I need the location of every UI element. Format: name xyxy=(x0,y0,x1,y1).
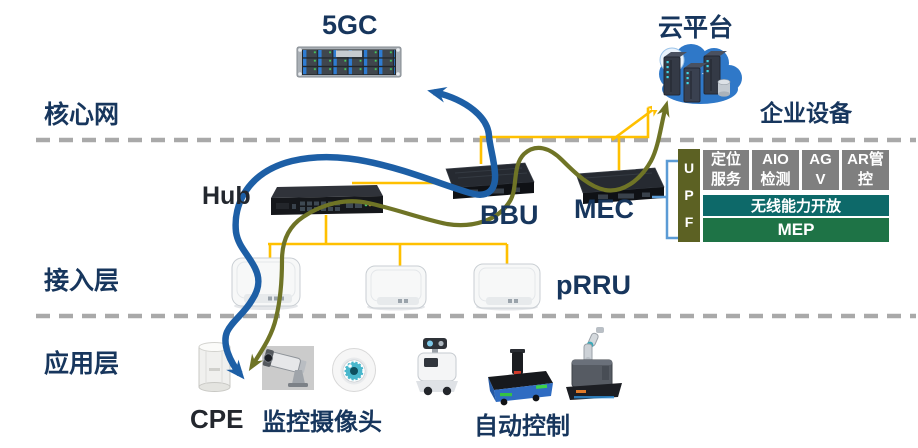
core-network-layer-label: 核心网 xyxy=(44,101,120,129)
prru-label: pRRU xyxy=(556,270,631,300)
hub-label: Hub xyxy=(202,182,251,210)
cloud-platform-label: 云平台 xyxy=(658,14,734,42)
robot-arm xyxy=(583,327,604,363)
application-layer-label: 应用层 xyxy=(44,350,120,378)
hub-device xyxy=(271,185,383,215)
database-cylinder xyxy=(717,79,731,97)
arrow-to-cloud xyxy=(611,103,662,142)
cloud-server-towers xyxy=(663,51,731,103)
service-box-aio-detection: AIO 检测 xyxy=(752,150,799,190)
robot-arm-agv xyxy=(566,327,622,400)
mep-box: MEP xyxy=(703,218,889,242)
service-box-agv: AG V xyxy=(802,150,839,190)
cpe-device xyxy=(192,336,236,392)
surveillance-cameras-image xyxy=(254,331,386,406)
cloud-platform-device xyxy=(652,42,746,110)
service-box-ar-control: AR管 控 xyxy=(842,150,889,190)
prru-device-1 xyxy=(231,257,301,310)
wireless-capability-box: 无线能力开放 xyxy=(703,195,889,216)
access-layer-label: 接入层 xyxy=(44,267,120,295)
surveillance-camera-label: 监控摄像头 xyxy=(262,409,382,436)
upf-box: U P F xyxy=(678,149,700,242)
mec-label: MEC xyxy=(574,194,634,224)
enterprise-devices-label: 企业设备 xyxy=(760,100,852,126)
5gc-server-device xyxy=(296,46,402,78)
flow-olive-camera-to-cloud xyxy=(248,100,670,372)
auto-control-label: 自动控制 xyxy=(474,413,570,440)
prru-device-2 xyxy=(365,265,427,311)
inspection-robot xyxy=(416,338,458,396)
prru-device-3 xyxy=(473,263,541,311)
bbu-label: BBU xyxy=(480,200,539,230)
agv-robot xyxy=(488,349,553,406)
service-box-positioning: 定位 服务 xyxy=(703,150,749,190)
dome-camera xyxy=(332,348,376,392)
cpe-label: CPE xyxy=(190,404,244,434)
5gc-label: 5GC xyxy=(322,10,378,40)
data-flows xyxy=(222,86,670,380)
